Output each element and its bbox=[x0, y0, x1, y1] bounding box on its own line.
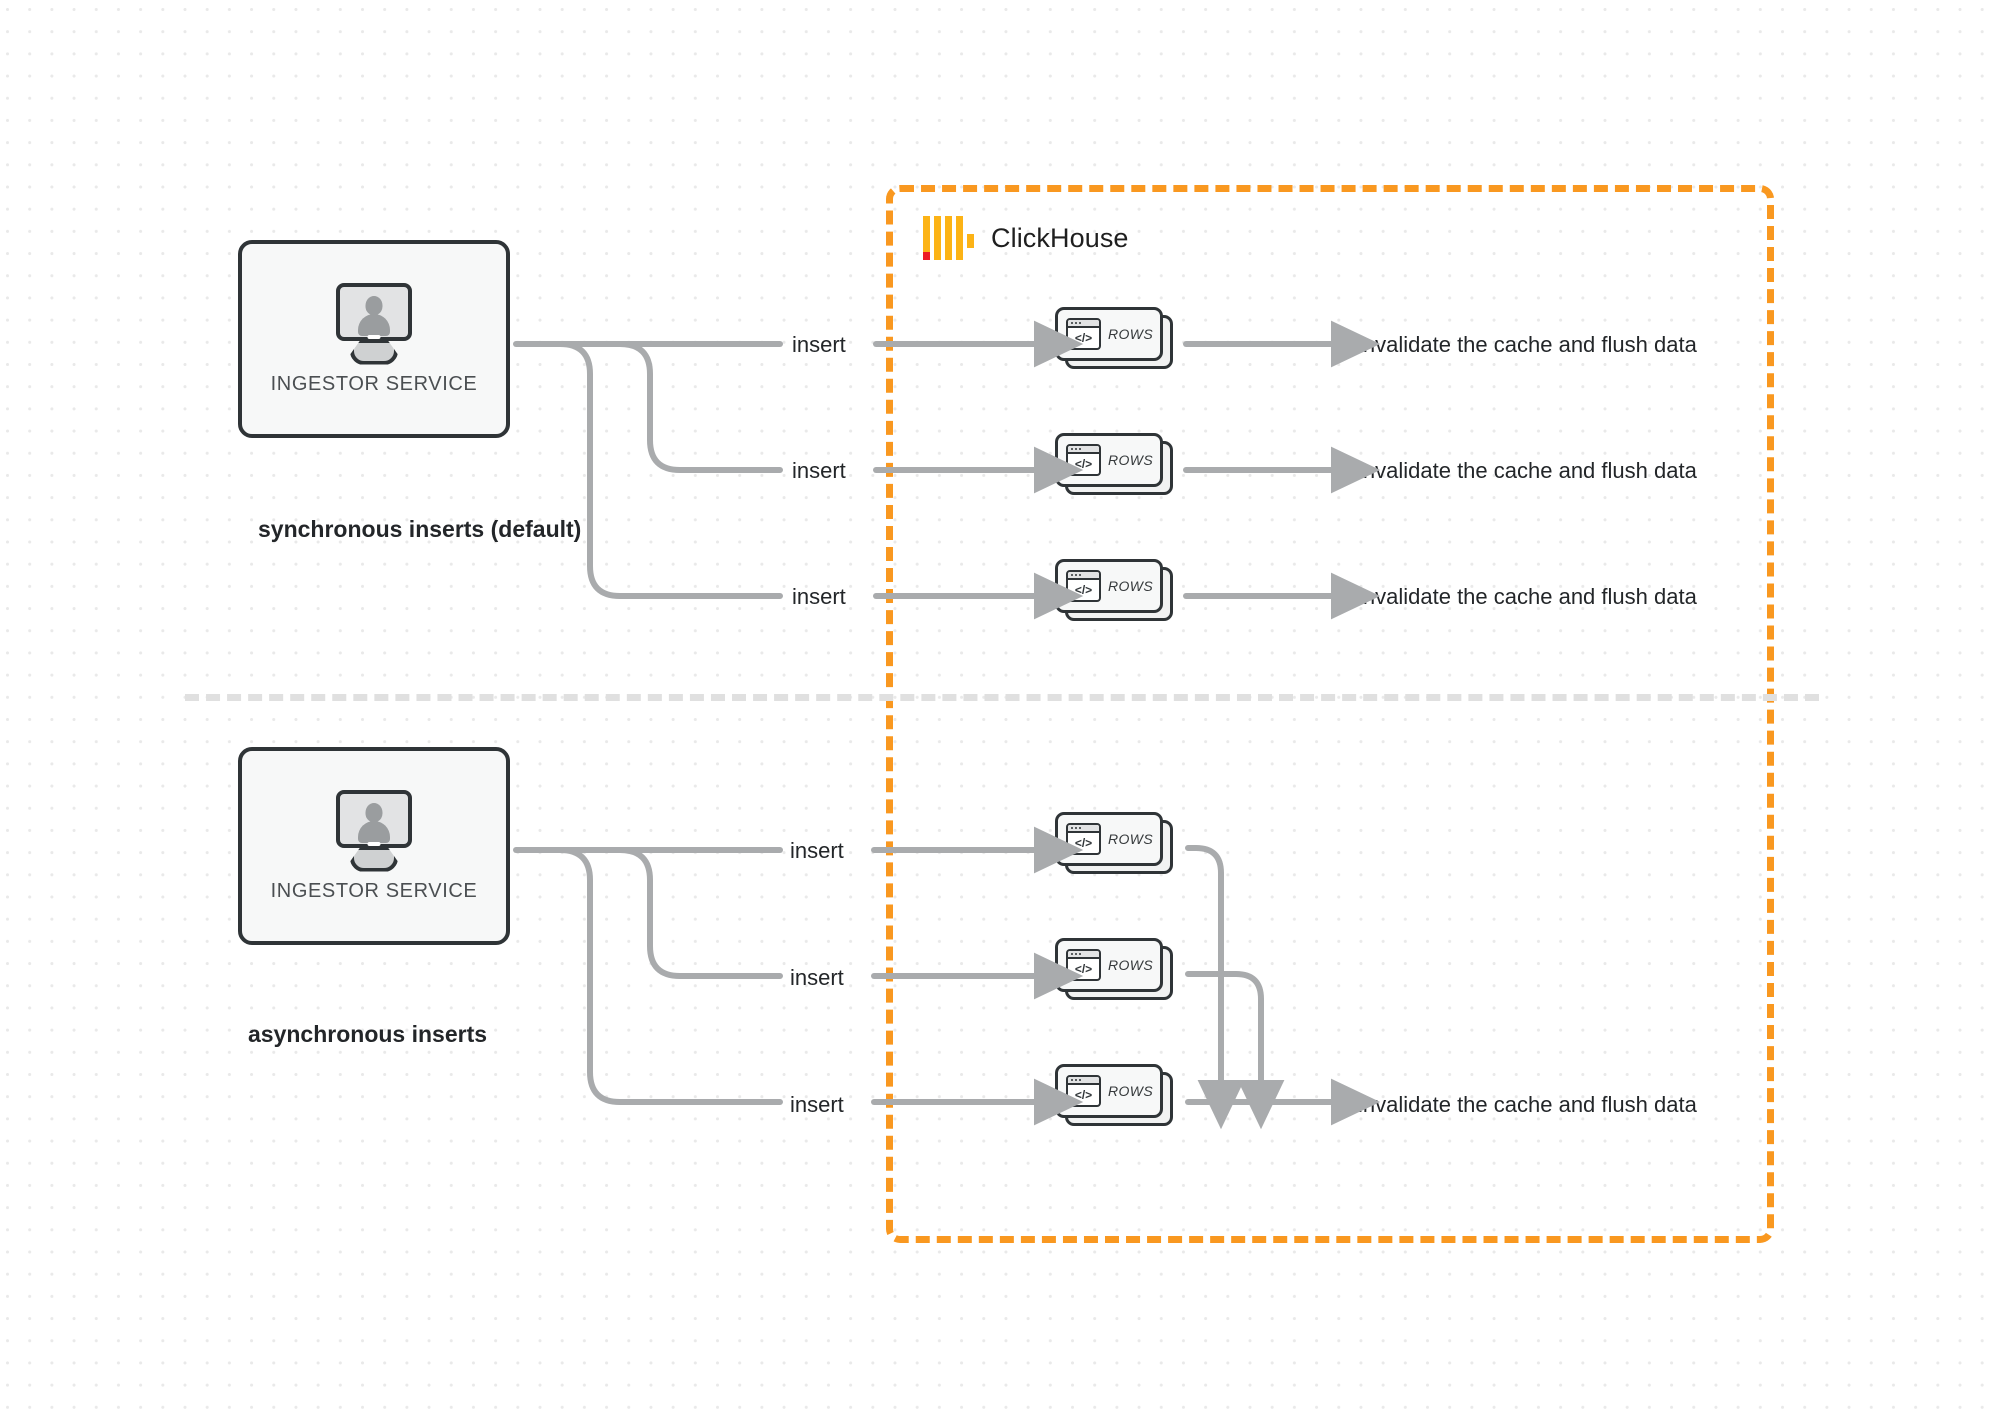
code-window-icon: </> bbox=[1066, 1075, 1101, 1107]
rows-node-async-2[interactable]: </> ROWS bbox=[1055, 938, 1173, 1000]
caption-asynchronous: asynchronous inserts bbox=[248, 1021, 488, 1047]
edge-label-async-3: insert bbox=[790, 1092, 844, 1117]
edge-async-source-2 bbox=[577, 847, 783, 979]
result-label-sync-2: invalidate the cache and flush data bbox=[1358, 458, 1697, 483]
caption-synchronous: synchronous inserts (default) bbox=[258, 516, 582, 542]
rows-node-async-1[interactable]: </> ROWS bbox=[1055, 812, 1173, 874]
rows-node-async-3-label: ROWS bbox=[1108, 1083, 1154, 1099]
clickhouse-boundary bbox=[886, 185, 1774, 1243]
code-window-icon: </> bbox=[1066, 823, 1101, 855]
clickhouse-brand: ClickHouse bbox=[923, 216, 1129, 260]
rows-node-sync-2[interactable]: </> ROWS bbox=[1055, 433, 1173, 495]
edge-label-sync-1: insert bbox=[792, 332, 846, 357]
ingestor-service-sync[interactable]: INGESTOR SERVICE bbox=[238, 240, 510, 438]
edge-label-sync-2: insert bbox=[792, 458, 846, 483]
result-label-sync-1: invalidate the cache and flush data bbox=[1358, 332, 1697, 357]
code-window-icon: </> bbox=[1066, 444, 1101, 476]
edge-label-async-2: insert bbox=[790, 965, 844, 990]
result-label-sync-3: invalidate the cache and flush data bbox=[1358, 584, 1697, 609]
clickhouse-logo-icon bbox=[923, 216, 974, 260]
code-window-icon: </> bbox=[1066, 570, 1101, 602]
rows-node-sync-1[interactable]: </> ROWS bbox=[1055, 307, 1173, 369]
monitor-user-icon bbox=[328, 789, 420, 872]
ingestor-service-async[interactable]: INGESTOR SERVICE bbox=[238, 747, 510, 945]
rows-node-async-1-label: ROWS bbox=[1108, 831, 1154, 847]
rows-node-async-3[interactable]: </> ROWS bbox=[1055, 1064, 1173, 1126]
code-window-icon: </> bbox=[1066, 318, 1101, 350]
section-divider bbox=[185, 694, 1819, 701]
edge-label-sync-3: insert bbox=[792, 584, 846, 609]
rows-node-sync-3-label: ROWS bbox=[1108, 578, 1154, 594]
edge-label-async-1: insert bbox=[790, 838, 844, 863]
ingestor-service-async-label: INGESTOR SERVICE bbox=[270, 879, 478, 902]
clickhouse-wordmark: ClickHouse bbox=[991, 222, 1129, 253]
edge-sync-source-2 bbox=[577, 341, 783, 473]
code-window-icon: </> bbox=[1066, 949, 1101, 981]
result-label-async: invalidate the cache and flush data bbox=[1358, 1092, 1697, 1117]
edge-async-source-3 bbox=[537, 847, 783, 1105]
rows-node-sync-2-label: ROWS bbox=[1108, 452, 1154, 468]
rows-node-sync-3[interactable]: </> ROWS bbox=[1055, 559, 1173, 621]
edge-sync-source-3 bbox=[537, 341, 783, 599]
monitor-user-icon bbox=[328, 282, 420, 365]
ingestor-service-sync-label: INGESTOR SERVICE bbox=[270, 372, 478, 395]
rows-node-async-2-label: ROWS bbox=[1108, 957, 1154, 973]
rows-node-sync-1-label: ROWS bbox=[1108, 326, 1154, 342]
